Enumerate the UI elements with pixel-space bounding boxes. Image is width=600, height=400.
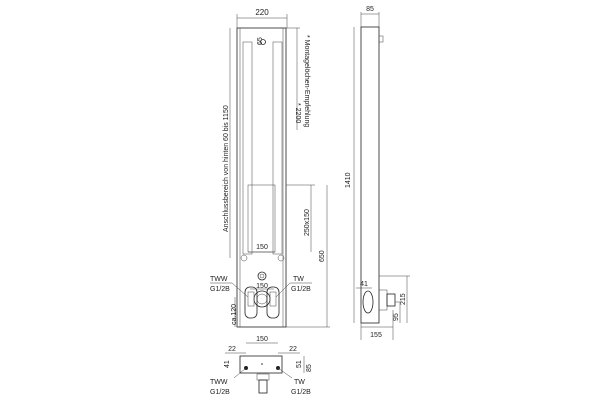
spacing-dim: 150 [256, 336, 268, 343]
bottom-dim: ca.120 [231, 304, 238, 325]
frame-outline [236, 27, 287, 328]
fitting-height-dim: 215 [400, 293, 407, 305]
top-offset-dim: 65 [257, 37, 264, 45]
left-connection-thread: G1/2B [210, 286, 230, 293]
total-depth-dim: 155 [370, 332, 382, 339]
left-offset-dim: 22 [228, 346, 236, 353]
inner-width-dim: 150 [256, 244, 268, 251]
left-connection-thread: G1/2B [210, 389, 230, 396]
depth-dim: 85 [366, 6, 374, 13]
bottom-frame [239, 355, 283, 374]
right-offset-dim: 22 [289, 346, 297, 353]
left-depth-dim: 41 [224, 360, 231, 368]
opening-dim: 250x150 [304, 209, 311, 236]
left-slot [242, 41, 253, 255]
right-connection-label: TW [294, 379, 305, 386]
connection-range: Anschlussbereich von hinten 60 bis 1150 [223, 105, 230, 232]
front-view: 220 65 * 2200 * Montagelöchen-Empfehlung… [210, 8, 330, 328]
width-dim: 220 [255, 8, 269, 17]
opening-height-dim: 650 [319, 250, 326, 262]
right-fitting [266, 286, 280, 319]
left-connection-label: TWW [210, 379, 228, 386]
right-connection-thread: G1/2B [291, 286, 311, 293]
right-depth-dim: 51 [296, 360, 303, 368]
mount-hole [260, 39, 266, 45]
height-dim: 1410 [345, 172, 352, 188]
bottom-view: 150 22 22 41 51 85 TWW G1/2B TW G1/2B [210, 336, 313, 396]
left-fitting [244, 286, 258, 319]
total-depth-dim: 85 [306, 364, 313, 372]
left-connection-label: TWW [210, 276, 228, 283]
side-view: 85 1410 215 95 41 155 [345, 6, 410, 340]
side-frame [360, 26, 380, 324]
mount-note: * Montagelöchen-Empfehlung [303, 35, 310, 127]
right-slot [272, 41, 283, 255]
mount-height-dim: * 2200 [294, 103, 301, 123]
fitting-center-dim: 95 [393, 313, 400, 321]
right-connection-thread: G1/2B [291, 389, 311, 396]
fitting-spacing-dim: 150 [256, 283, 268, 290]
drain-circle [253, 290, 271, 308]
side-fitting [362, 290, 374, 314]
right-connection-label: TW [293, 276, 304, 283]
fitting-offset-dim: 41 [360, 281, 368, 288]
